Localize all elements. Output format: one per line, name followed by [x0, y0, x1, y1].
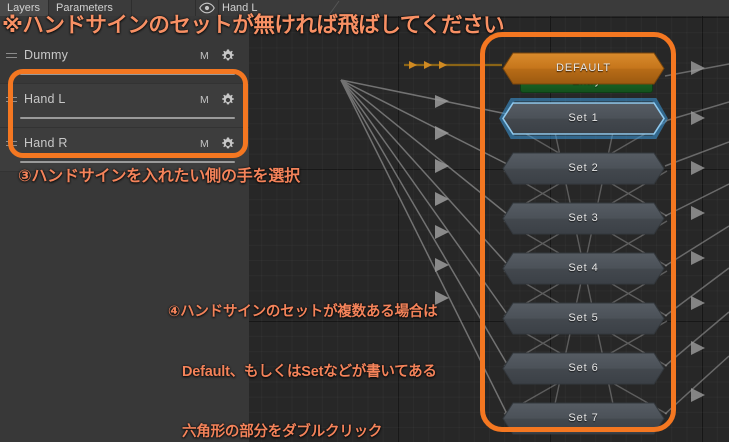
window-tab-bar: Layers Parameters Hand L: [0, 0, 729, 16]
state-node-set-7[interactable]: Set 7: [502, 402, 665, 435]
annotation-top-note: ※ハンドサインのセットが無ければ飛ばしてください: [2, 13, 505, 37]
state-node-label: Set 1: [568, 112, 599, 124]
eye-icon[interactable]: [196, 0, 218, 16]
state-node-label: Set 3: [568, 212, 599, 224]
tab-layers[interactable]: Layers: [0, 0, 48, 16]
layer-row-hand-l[interactable]: Hand L M: [0, 84, 249, 127]
state-node-label: Set 7: [568, 412, 599, 424]
state-machine-graph[interactable]: Entry DEFAULT: [249, 16, 729, 442]
layer-mask-label: M: [199, 138, 209, 150]
highlight-box-layers: [8, 69, 248, 158]
layer-mask-label: M: [199, 94, 209, 106]
layer-weight-slider[interactable]: [20, 161, 235, 163]
state-node-label: Set 2: [568, 162, 599, 174]
annotation-step-3: ③ハンドサインを入れたい側の手を選択: [18, 168, 300, 185]
layer-name: Hand R: [24, 136, 68, 150]
state-node-set-3[interactable]: Set 3: [502, 202, 665, 235]
layers-panel: Dummy M Hand L M: [0, 16, 249, 442]
annotation-step-4-line-2: Default、もしくはSetなどが書いてある: [182, 364, 437, 380]
layer-name: Hand L: [24, 92, 66, 106]
layer-row-hand-r[interactable]: Hand R M: [0, 128, 249, 171]
annotation-step-4-line-1: ④ハンドサインのセットが複数ある場合は: [168, 304, 438, 320]
gear-icon[interactable]: [221, 49, 235, 63]
state-node-label: Set 4: [568, 262, 599, 274]
state-node-label: Set 6: [568, 362, 599, 374]
layer-mask-label: M: [199, 50, 209, 62]
tab-parameters[interactable]: Parameters: [56, 2, 113, 14]
layer-weight-slider[interactable]: [20, 73, 235, 75]
highlight-box-state-nodes: [480, 32, 676, 432]
annotation-step-4: ④ハンドサインのセットが複数ある場合は Default、もしくはSetなどが書い…: [168, 262, 438, 442]
gear-icon[interactable]: [221, 93, 235, 107]
state-node-default[interactable]: DEFAULT: [502, 52, 665, 85]
layer-name: Dummy: [24, 48, 69, 62]
state-node-set-5[interactable]: Set 5: [502, 302, 665, 335]
state-node-label: DEFAULT: [556, 62, 611, 74]
layer-weight-slider[interactable]: [20, 117, 235, 119]
layer-row-dummy[interactable]: Dummy M: [0, 40, 249, 83]
gear-icon[interactable]: [221, 137, 235, 151]
state-node-label: Set 5: [568, 312, 599, 324]
state-node-set-2[interactable]: Set 2: [502, 152, 665, 185]
state-node-set-6[interactable]: Set 6: [502, 352, 665, 385]
state-node-set-4[interactable]: Set 4: [502, 252, 665, 285]
state-node-set-1[interactable]: Set 1: [499, 98, 668, 139]
drag-handle-icon[interactable]: [6, 53, 17, 60]
current-state-name: Hand L: [222, 2, 258, 14]
annotation-step-4-line-3: 六角形の部分をダブルクリック: [182, 424, 383, 440]
